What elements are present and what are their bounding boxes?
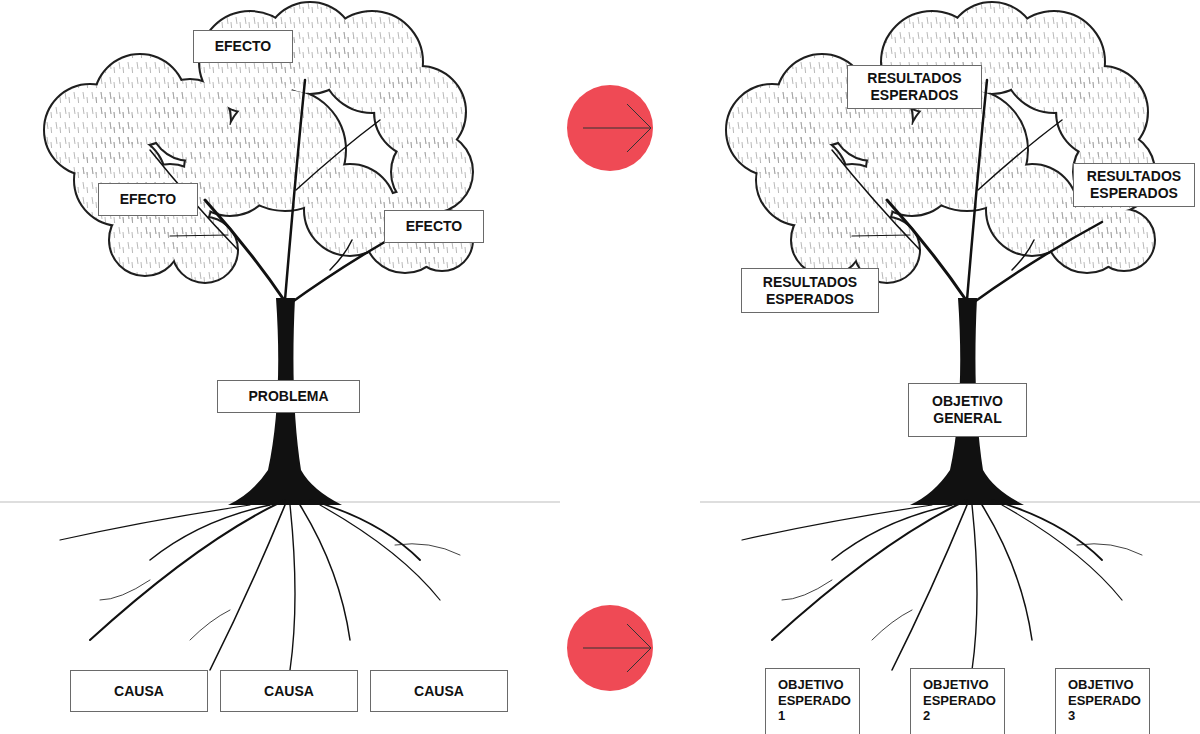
label-box: PROBLEMA [217,380,360,413]
node-text: PROBLEMA [248,388,328,405]
label-box: EFECTO [384,210,484,243]
objective-box: OBJETIVO ESPERADO 2 [910,668,1005,734]
node-text: EFECTO [215,38,272,55]
node-text: EFECTO [406,218,463,235]
node-text: CAUSA [414,683,464,700]
label-box: RESULTADOS ESPERADOS [1073,163,1195,207]
label-box: CAUSA [70,670,208,712]
node-text: RESULTADOS ESPERADOS [867,70,961,104]
label-box: CAUSA [220,670,358,712]
node-text: OBJETIVO ESPERADO 3 [1068,677,1141,724]
arrow-circle [567,85,653,171]
node-text: RESULTADOS ESPERADOS [763,274,857,308]
objective-box: OBJETIVO ESPERADO 3 [1055,668,1150,734]
label-box: CAUSA [370,670,508,712]
objective-box: OBJETIVO ESPERADO 1 [765,668,860,734]
label-box: OBJETIVO GENERAL [908,383,1027,437]
node-text: EFECTO [120,191,177,208]
node-text: RESULTADOS ESPERADOS [1087,168,1181,202]
arrow-circle [567,605,653,691]
node-text: CAUSA [264,683,314,700]
label-box: RESULTADOS ESPERADOS [847,65,982,109]
node-text: OBJETIVO ESPERADO 1 [778,677,851,724]
node-text: CAUSA [114,683,164,700]
label-box: RESULTADOS ESPERADOS [741,268,879,313]
problem-tree [45,3,472,670]
node-text: OBJETIVO ESPERADO 2 [923,677,996,724]
label-box: EFECTO [98,183,198,216]
label-box: EFECTO [193,30,293,63]
node-text: OBJETIVO GENERAL [932,393,1003,427]
objective-tree [727,3,1154,670]
